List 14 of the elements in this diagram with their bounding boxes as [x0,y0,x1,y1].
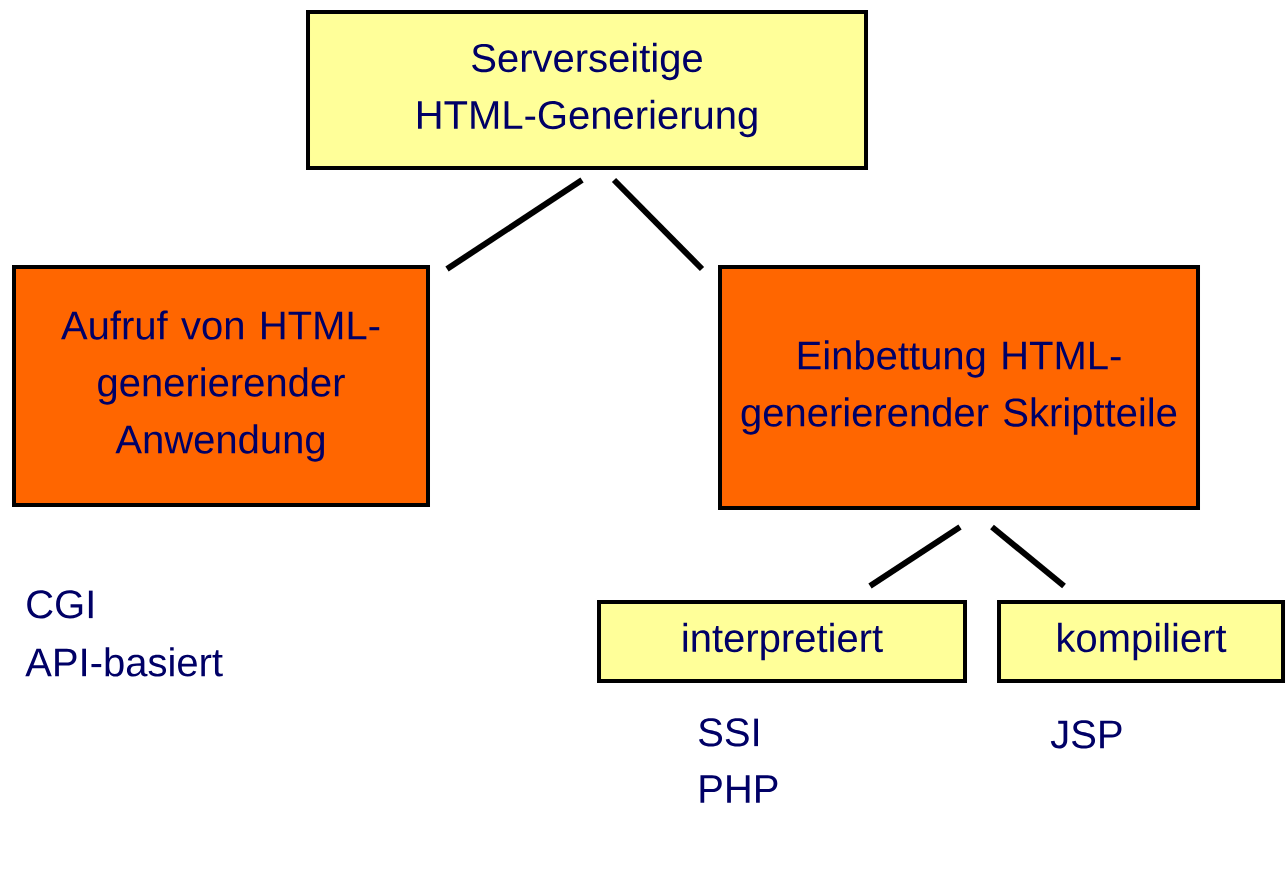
connector-line [868,524,962,589]
connector-line [611,177,705,272]
category-box: kompiliert [997,600,1285,683]
category-box: Einbettung HTML-generierender Skriptteile [718,265,1200,510]
category-box: interpretiert [597,600,967,683]
technology-label: API-basiert [25,647,223,677]
technology-label: PHP [700,775,778,803]
technology-label: CGI [27,590,93,619]
connector-line [445,177,584,272]
category-box: Serverseitige HTML-Generierung [306,10,868,170]
technology-label: SSI [699,718,758,747]
technology-label: JSP [1050,720,1122,749]
category-box: Aufruf von HTML- generierender Anwendung [12,265,430,507]
connector-line [990,524,1066,589]
